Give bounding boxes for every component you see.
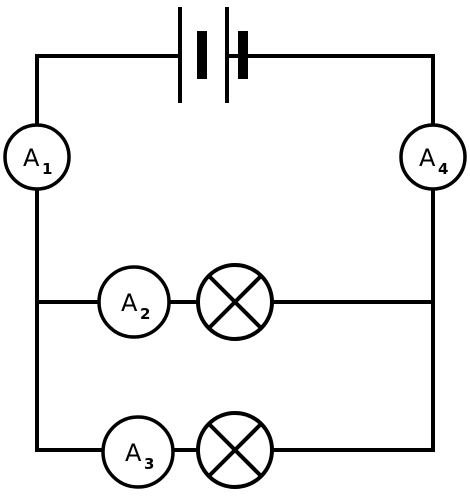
ammeter-a2-letter: A [121,289,138,317]
ammeter-a3-letter: A [125,439,142,467]
lamp-2 [196,411,274,489]
ammeter-a2: A 2 [97,265,171,339]
ammeter-a3-subscript: 3 [144,455,154,473]
lamp-2-cross-b [207,422,263,478]
lamp-1 [196,263,274,341]
ammeter-a2-circle [97,265,171,339]
battery [178,7,248,103]
ammeter-a1-circle [3,123,71,191]
ammeter-a4-letter: A [419,144,436,172]
ammeter-a3: A 3 [101,415,175,489]
ammeter-a1-subscript: 1 [42,160,52,178]
wires [35,54,435,452]
ammeter-a1: A 1 [3,123,71,191]
ammeter-a3-circle [101,415,175,489]
top-left-wire [35,54,182,129]
top-right-wire [225,54,435,129]
ammeter-a4: A 4 [399,123,467,191]
ammeter-a4-subscript: 4 [438,160,448,178]
lamp-1-cross-b [207,274,263,330]
ammeter-a1-letter: A [23,144,40,172]
ammeter-a4-circle [399,123,467,191]
ammeter-a2-subscript: 2 [140,305,150,323]
